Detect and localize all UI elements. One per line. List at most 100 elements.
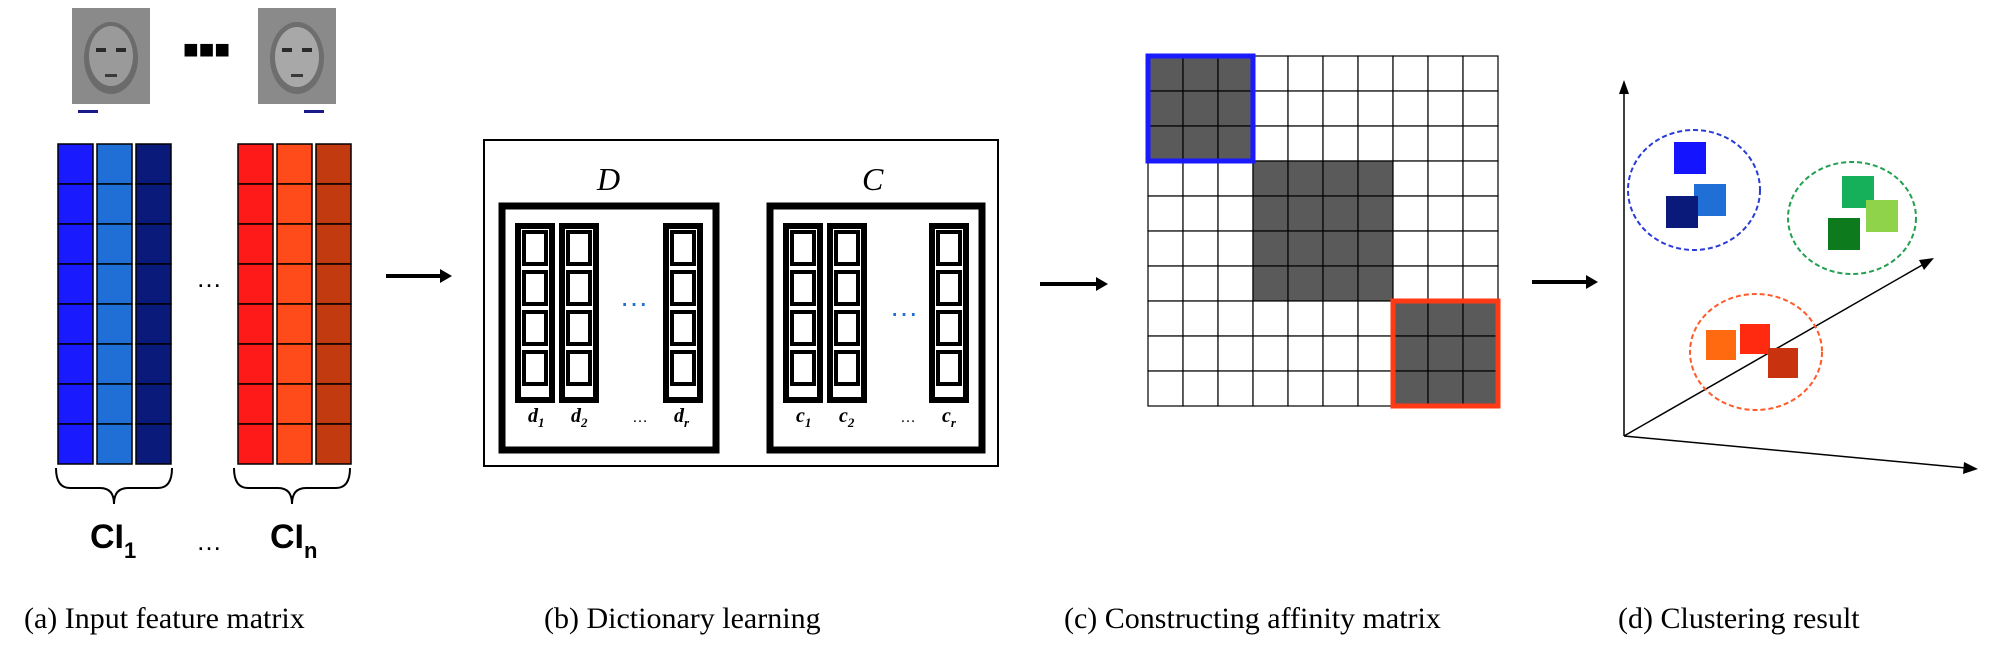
feature-cell [96, 263, 133, 305]
cluster-sample-square [1706, 330, 1736, 360]
feature-cell [237, 343, 274, 385]
feature-cell [315, 343, 352, 385]
affinity-cell [1217, 90, 1254, 127]
affinity-cell [1182, 160, 1219, 197]
caption-c: (c) Constructing affinity matrix [1064, 602, 1441, 635]
feature-cell [315, 223, 352, 265]
atom-cr: cr [942, 405, 957, 430]
affinity-cell [1427, 335, 1464, 372]
matrix-c-label: C [862, 161, 884, 197]
affinity-cell [1392, 55, 1429, 92]
affinity-cell [1357, 265, 1394, 302]
affinity-cell [1217, 195, 1254, 232]
cluster-sample-square [1768, 348, 1798, 378]
affinity-cell [1462, 370, 1499, 407]
affinity-cell [1287, 370, 1324, 407]
atom-cell [790, 270, 816, 306]
cluster-block-outline [1390, 298, 1501, 409]
cluster-sample-square [1740, 324, 1770, 354]
brace-cluster-1 [55, 467, 173, 505]
affinity-cell [1252, 300, 1289, 337]
affinity-cell [1462, 55, 1499, 92]
affinity-cell [1182, 370, 1219, 407]
affinity-cell [1357, 230, 1394, 267]
affinity-cell [1252, 160, 1289, 197]
affinity-cell [1392, 160, 1429, 197]
affinity-cell [1217, 230, 1254, 267]
affinity-cell [1182, 230, 1219, 267]
affinity-cell [1322, 265, 1359, 302]
feature-cell [276, 303, 313, 345]
affinity-cell [1147, 335, 1184, 372]
arrow-b-to-c [1040, 277, 1108, 291]
atom-cell [670, 230, 696, 266]
feature-cell [276, 343, 313, 385]
affinity-cell [1252, 335, 1289, 372]
atom-column [515, 223, 555, 403]
brace-cluster-n [233, 467, 351, 505]
affinity-cell [1147, 160, 1184, 197]
feature-cell [315, 383, 352, 425]
feature-cell [315, 423, 352, 465]
feature-cell [276, 423, 313, 465]
atom-d2: d2 [571, 405, 588, 430]
feature-cell [57, 343, 94, 385]
feature-cell [57, 303, 94, 345]
affinity-cell [1392, 125, 1429, 162]
affinity-cell [1392, 370, 1429, 407]
atom-cell [566, 350, 592, 386]
affinity-cell [1462, 230, 1499, 267]
c-label-ellipsis: … [900, 409, 916, 426]
atom-c2: c2 [839, 405, 855, 430]
cluster-block-outline [1145, 53, 1256, 164]
atom-cell [522, 270, 548, 306]
affinity-cell [1252, 195, 1289, 232]
affinity-cell [1147, 125, 1184, 162]
atom-cell [566, 230, 592, 266]
affinity-cell [1287, 300, 1324, 337]
feature-cell [96, 183, 133, 225]
affinity-cell [1357, 370, 1394, 407]
cluster-ellipse [1627, 129, 1761, 251]
feature-columns [57, 143, 352, 465]
feature-cell [96, 423, 133, 465]
cluster-ellipse [1689, 293, 1823, 411]
affinity-cell [1427, 90, 1464, 127]
feature-cell [237, 223, 274, 265]
matrix-d [498, 202, 720, 454]
atom-frame [783, 223, 823, 403]
atom-cell [834, 270, 860, 306]
affinity-cell [1462, 265, 1499, 302]
dictionary-frame [483, 139, 999, 467]
panel-affinity-matrix: (c) Constructing affinity matrix [1064, 53, 1501, 635]
affinity-cell [1322, 195, 1359, 232]
feature-cell [135, 143, 172, 185]
affinity-cell [1217, 55, 1254, 92]
feature-column [276, 143, 313, 465]
affinity-cell [1147, 55, 1184, 92]
affinity-cell [1217, 335, 1254, 372]
cluster-ellipse [1787, 161, 1917, 275]
feature-cell [57, 263, 94, 305]
affinity-cell [1182, 125, 1219, 162]
feature-cell [135, 223, 172, 265]
caption-a: (a) Input feature matrix [24, 602, 305, 635]
panel-clustering-result: (d) Clustering result [1618, 80, 1978, 635]
atom-frame [559, 223, 599, 403]
affinity-cell [1252, 90, 1289, 127]
feature-cell [237, 423, 274, 465]
affinity-cell [1427, 55, 1464, 92]
atom-cell [790, 230, 816, 266]
affinity-cell [1322, 370, 1359, 407]
affinity-cell [1357, 300, 1394, 337]
atom-columns [515, 223, 969, 403]
atom-column [663, 223, 703, 403]
atom-cell [566, 270, 592, 306]
atom-cell [936, 230, 962, 266]
matrix-d-label: D [596, 161, 620, 197]
atom-d1: d1 [528, 405, 545, 430]
c-ellipsis: ··· [890, 297, 918, 328]
affinity-cell [1182, 90, 1219, 127]
